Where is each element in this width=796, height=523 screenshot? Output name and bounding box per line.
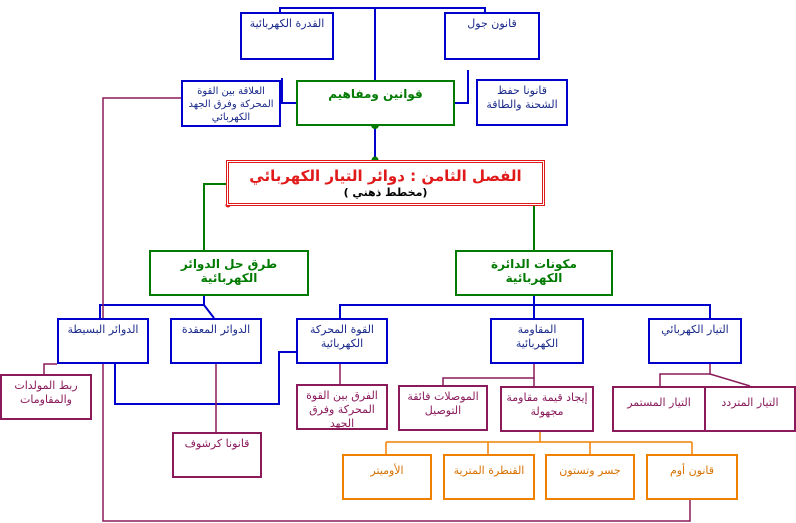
superconductors-node: الموصلات فائقة التوصيل bbox=[398, 385, 488, 431]
conservation-laws-node: قانونا حفظ الشحنة والطاقة bbox=[476, 79, 568, 126]
kirchhoff-laws-node: قانونا كرشوف bbox=[172, 432, 262, 478]
unknown-resistance-node: إيجاد قيمة مقاومة مجهولة bbox=[500, 386, 594, 432]
emf-voltage-relation-label: العلاقة بين القوة المحركة وفرق الجهد الك… bbox=[188, 86, 274, 123]
electric-current-label: التيار الكهربائي bbox=[661, 323, 729, 336]
power-node: القدرة الكهربائية bbox=[240, 12, 334, 60]
generators-resistors-node: ربط المولدات والمقاومات bbox=[0, 374, 92, 420]
complex-circuits-label: الدوائر المعقدة bbox=[181, 323, 251, 336]
solving-methods-node: طرق حل الدوائر الكهربائية bbox=[149, 250, 309, 296]
chapter-title: الفصل الثامن : دوائر التيار الكهربائي bbox=[249, 167, 522, 185]
meter-bridge-node: القنطرة المترية bbox=[443, 454, 535, 500]
direct-current-label: التيار المستمر bbox=[627, 396, 691, 409]
generators-resistors-label: ربط المولدات والمقاومات bbox=[14, 379, 78, 406]
wheatstone-bridge-node: جسر وتستون bbox=[545, 454, 635, 500]
unknown-resistance-label: إيجاد قيمة مقاومة مجهولة bbox=[506, 391, 588, 418]
laws-and-concepts-label: قوانين ومفاهيم bbox=[328, 87, 423, 101]
meter-bridge-label: القنطرة المترية bbox=[453, 464, 525, 477]
emf-label: القوة المحركة الكهربائية bbox=[310, 323, 374, 350]
circuit-components-node: مكونات الدائرة الكهربائية bbox=[455, 250, 613, 296]
complex-circuits-node: الدوائر المعقدة bbox=[170, 318, 262, 364]
ohm-law-node: قانون أوم bbox=[646, 454, 738, 500]
simple-circuits-node: الدوائر البسيطة bbox=[57, 318, 149, 364]
resistance-node: المقاومة الكهربائية bbox=[490, 318, 584, 364]
power-label: القدرة الكهربائية bbox=[249, 17, 325, 30]
emf-voltage-relation-node: العلاقة بين القوة المحركة وفرق الجهد الك… bbox=[181, 80, 281, 127]
solving-methods-label: طرق حل الدوائر الكهربائية bbox=[180, 257, 278, 285]
ohm-law-label: قانون أوم bbox=[669, 464, 715, 477]
joule-law-label: قانون جول bbox=[467, 17, 517, 30]
emf-node: القوة المحركة الكهربائية bbox=[296, 318, 388, 364]
alternating-current-node: التيار المتردد bbox=[704, 386, 796, 432]
laws-and-concepts-node: قوانين ومفاهيم bbox=[296, 80, 455, 126]
resistance-label: المقاومة الكهربائية bbox=[515, 323, 559, 350]
emf-voltage-difference-node: الفرق بين القوة المحركة وفرق الجهد bbox=[296, 384, 388, 430]
emf-voltage-difference-label: الفرق بين القوة المحركة وفرق الجهد bbox=[306, 389, 378, 430]
conservation-laws-label: قانونا حفظ الشحنة والطاقة bbox=[486, 84, 558, 111]
ohmmeter-node: الأوميتر bbox=[342, 454, 432, 500]
simple-circuits-label: الدوائر البسيطة bbox=[67, 323, 139, 336]
alternating-current-label: التيار المتردد bbox=[721, 396, 779, 409]
ohmmeter-label: الأوميتر bbox=[370, 464, 404, 477]
kirchhoff-laws-label: قانونا كرشوف bbox=[184, 437, 250, 450]
direct-current-node: التيار المستمر bbox=[612, 386, 706, 432]
superconductors-label: الموصلات فائقة التوصيل bbox=[407, 390, 479, 417]
wheatstone-bridge-label: جسر وتستون bbox=[559, 464, 621, 477]
chapter-title-node: الفصل الثامن : دوائر التيار الكهربائي (م… bbox=[226, 160, 545, 206]
joule-law-node: قانون جول bbox=[444, 12, 540, 60]
electric-current-node: التيار الكهربائي bbox=[648, 318, 742, 364]
circuit-components-label: مكونات الدائرة الكهربائية bbox=[491, 257, 577, 285]
chapter-subtitle: (مخطط ذهني ) bbox=[343, 186, 428, 199]
